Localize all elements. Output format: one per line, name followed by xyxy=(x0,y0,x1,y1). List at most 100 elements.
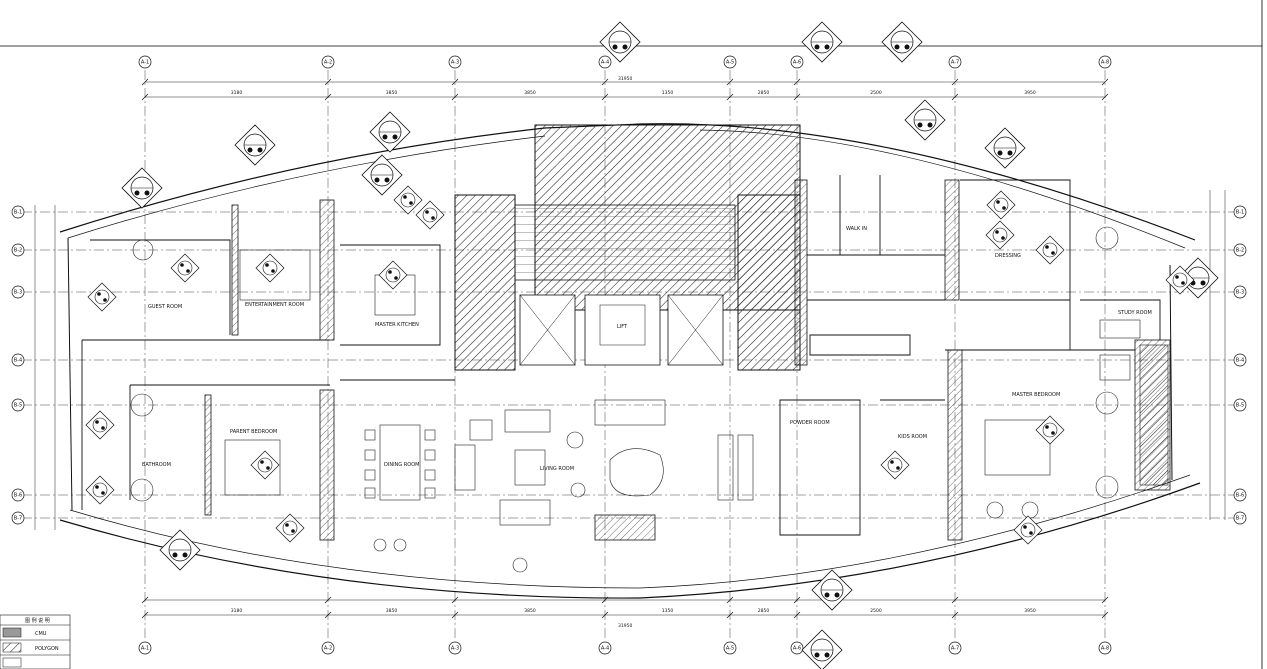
dimension-tick xyxy=(1101,611,1109,619)
dimension-span-text: 2500 xyxy=(870,608,882,614)
grid-bubble-a-2: A-2 xyxy=(321,55,335,69)
section-marker-icon xyxy=(599,21,641,63)
grid-bubble-b-2: B-2 xyxy=(11,243,25,257)
svg-text:B-3: B-3 xyxy=(14,290,22,296)
dimension-span-text: 2850 xyxy=(758,608,770,614)
dimension-span-text: 2500 xyxy=(870,90,882,96)
dimension-texts: 3180318038503850385038501350135028502850… xyxy=(231,90,1036,614)
dimension-span-text: 3950 xyxy=(1024,608,1036,614)
dimension-tick xyxy=(951,611,959,619)
grid-bubbles: A-1A-1A-2A-2A-3A-3A-4A-4A-5A-5A-6A-6A-7A… xyxy=(11,55,1247,655)
dimension-span-text: 3950 xyxy=(1024,90,1036,96)
interior-walls xyxy=(81,175,1161,536)
svg-text:B-7: B-7 xyxy=(1236,516,1244,522)
furniture xyxy=(130,226,1141,573)
svg-text:A-3: A-3 xyxy=(451,646,459,652)
dimension-span-text: 1350 xyxy=(662,90,674,96)
dimension-tick xyxy=(601,78,609,86)
grid-bubble-a-2: A-2 xyxy=(321,641,335,655)
elevation-marker-icon xyxy=(378,260,408,290)
dimension-tick xyxy=(793,596,801,604)
svg-text:A-1: A-1 xyxy=(141,646,149,652)
dimension-span-text: 3180 xyxy=(231,90,243,96)
dimension-tick xyxy=(324,611,332,619)
grid-bubble-b-4: B-4 xyxy=(1233,353,1247,367)
section-marker-icon xyxy=(369,111,411,153)
grid-bubble-b-3: B-3 xyxy=(11,285,25,299)
svg-text:A-2: A-2 xyxy=(324,646,332,652)
grid-bubble-a-5: A-5 xyxy=(723,55,737,69)
section-callouts xyxy=(85,21,1219,669)
section-marker-icon xyxy=(361,154,403,196)
dimension-tick xyxy=(1101,93,1109,101)
dimension-span-text: 3850 xyxy=(386,608,398,614)
label-entertainment-room: ENTERTAINMENT ROOM xyxy=(245,302,304,308)
central-core xyxy=(454,124,801,371)
elevation-marker-icon xyxy=(986,190,1016,220)
grid-bubble-b-7: B-7 xyxy=(1233,511,1247,525)
dimension-tick xyxy=(951,93,959,101)
dimension-lines xyxy=(34,81,1226,616)
grid-bubble-b-1: B-1 xyxy=(11,205,25,219)
legend-item-polygon: POLYGON xyxy=(35,646,59,652)
grid-bubble-a-1: A-1 xyxy=(138,55,152,69)
section-marker-icon xyxy=(234,124,276,166)
legend-item-cmu: CMU xyxy=(35,631,47,637)
grid-bubble-b-1: B-1 xyxy=(1233,205,1247,219)
dimension-tick xyxy=(141,611,149,619)
overall-dimension-bottom: 31950 xyxy=(618,623,632,629)
svg-text:B-4: B-4 xyxy=(14,358,22,364)
svg-text:A-4: A-4 xyxy=(601,646,609,652)
dimension-tick xyxy=(451,93,459,101)
dimension-ticks xyxy=(141,78,1109,619)
elevation-marker-icon xyxy=(1035,415,1065,445)
dimension-tick xyxy=(141,78,149,86)
elevation-marker-icon xyxy=(250,450,280,480)
elevation-marker-icon xyxy=(880,450,910,480)
dimension-tick xyxy=(726,596,734,604)
svg-text:B-2: B-2 xyxy=(14,248,22,254)
grid-bubble-b-7: B-7 xyxy=(11,511,25,525)
svg-text:A-7: A-7 xyxy=(951,646,959,652)
elevation-marker-icon xyxy=(393,185,423,215)
svg-text:B-4: B-4 xyxy=(1236,358,1244,364)
section-marker-icon xyxy=(811,569,853,611)
svg-text:A-2: A-2 xyxy=(324,60,332,66)
dimension-tick xyxy=(726,611,734,619)
dimension-tick xyxy=(793,611,801,619)
dimension-tick xyxy=(451,596,459,604)
svg-text:A-6: A-6 xyxy=(793,646,801,652)
label-lift: LIFT xyxy=(617,324,628,330)
svg-text:A-8: A-8 xyxy=(1101,60,1109,66)
svg-text:B-7: B-7 xyxy=(14,516,22,522)
svg-text:A-1: A-1 xyxy=(141,60,149,66)
label-study-room: STUDY ROOM xyxy=(1118,310,1152,316)
legend-title: 图 例 说 明 xyxy=(25,617,50,624)
label-dining-room: DINING ROOM xyxy=(384,462,419,468)
dimension-tick xyxy=(324,596,332,604)
label-guest-room: GUEST ROOM xyxy=(148,304,182,310)
section-marker-icon xyxy=(984,127,1026,169)
dimension-span-text: 3180 xyxy=(231,608,243,614)
svg-text:B-2: B-2 xyxy=(1236,248,1244,254)
dimension-tick xyxy=(451,611,459,619)
label-parent-bedroom: PARENT BEDROOM xyxy=(230,429,277,435)
dimension-tick xyxy=(1101,78,1109,86)
label-dressing: DRESSING xyxy=(995,253,1021,259)
svg-text:A-5: A-5 xyxy=(726,60,734,66)
svg-text:B-6: B-6 xyxy=(1236,493,1244,499)
grid-bubble-a-6: A-6 xyxy=(790,641,804,655)
elevation-marker-icon xyxy=(255,253,285,283)
overall-dimension-top: 31950 xyxy=(618,76,632,82)
svg-text:B-5: B-5 xyxy=(14,403,22,409)
dimension-tick xyxy=(726,78,734,86)
grid-bubble-b-5: B-5 xyxy=(11,398,25,412)
grid-bubble-b-3: B-3 xyxy=(1233,285,1247,299)
dimension-tick xyxy=(141,93,149,101)
grid-bubble-a-3: A-3 xyxy=(448,55,462,69)
dimension-span-text: 2850 xyxy=(758,90,770,96)
dimension-tick xyxy=(324,93,332,101)
dimension-tick xyxy=(141,596,149,604)
elevation-marker-icon xyxy=(1165,265,1195,295)
svg-text:A-4: A-4 xyxy=(601,60,609,66)
